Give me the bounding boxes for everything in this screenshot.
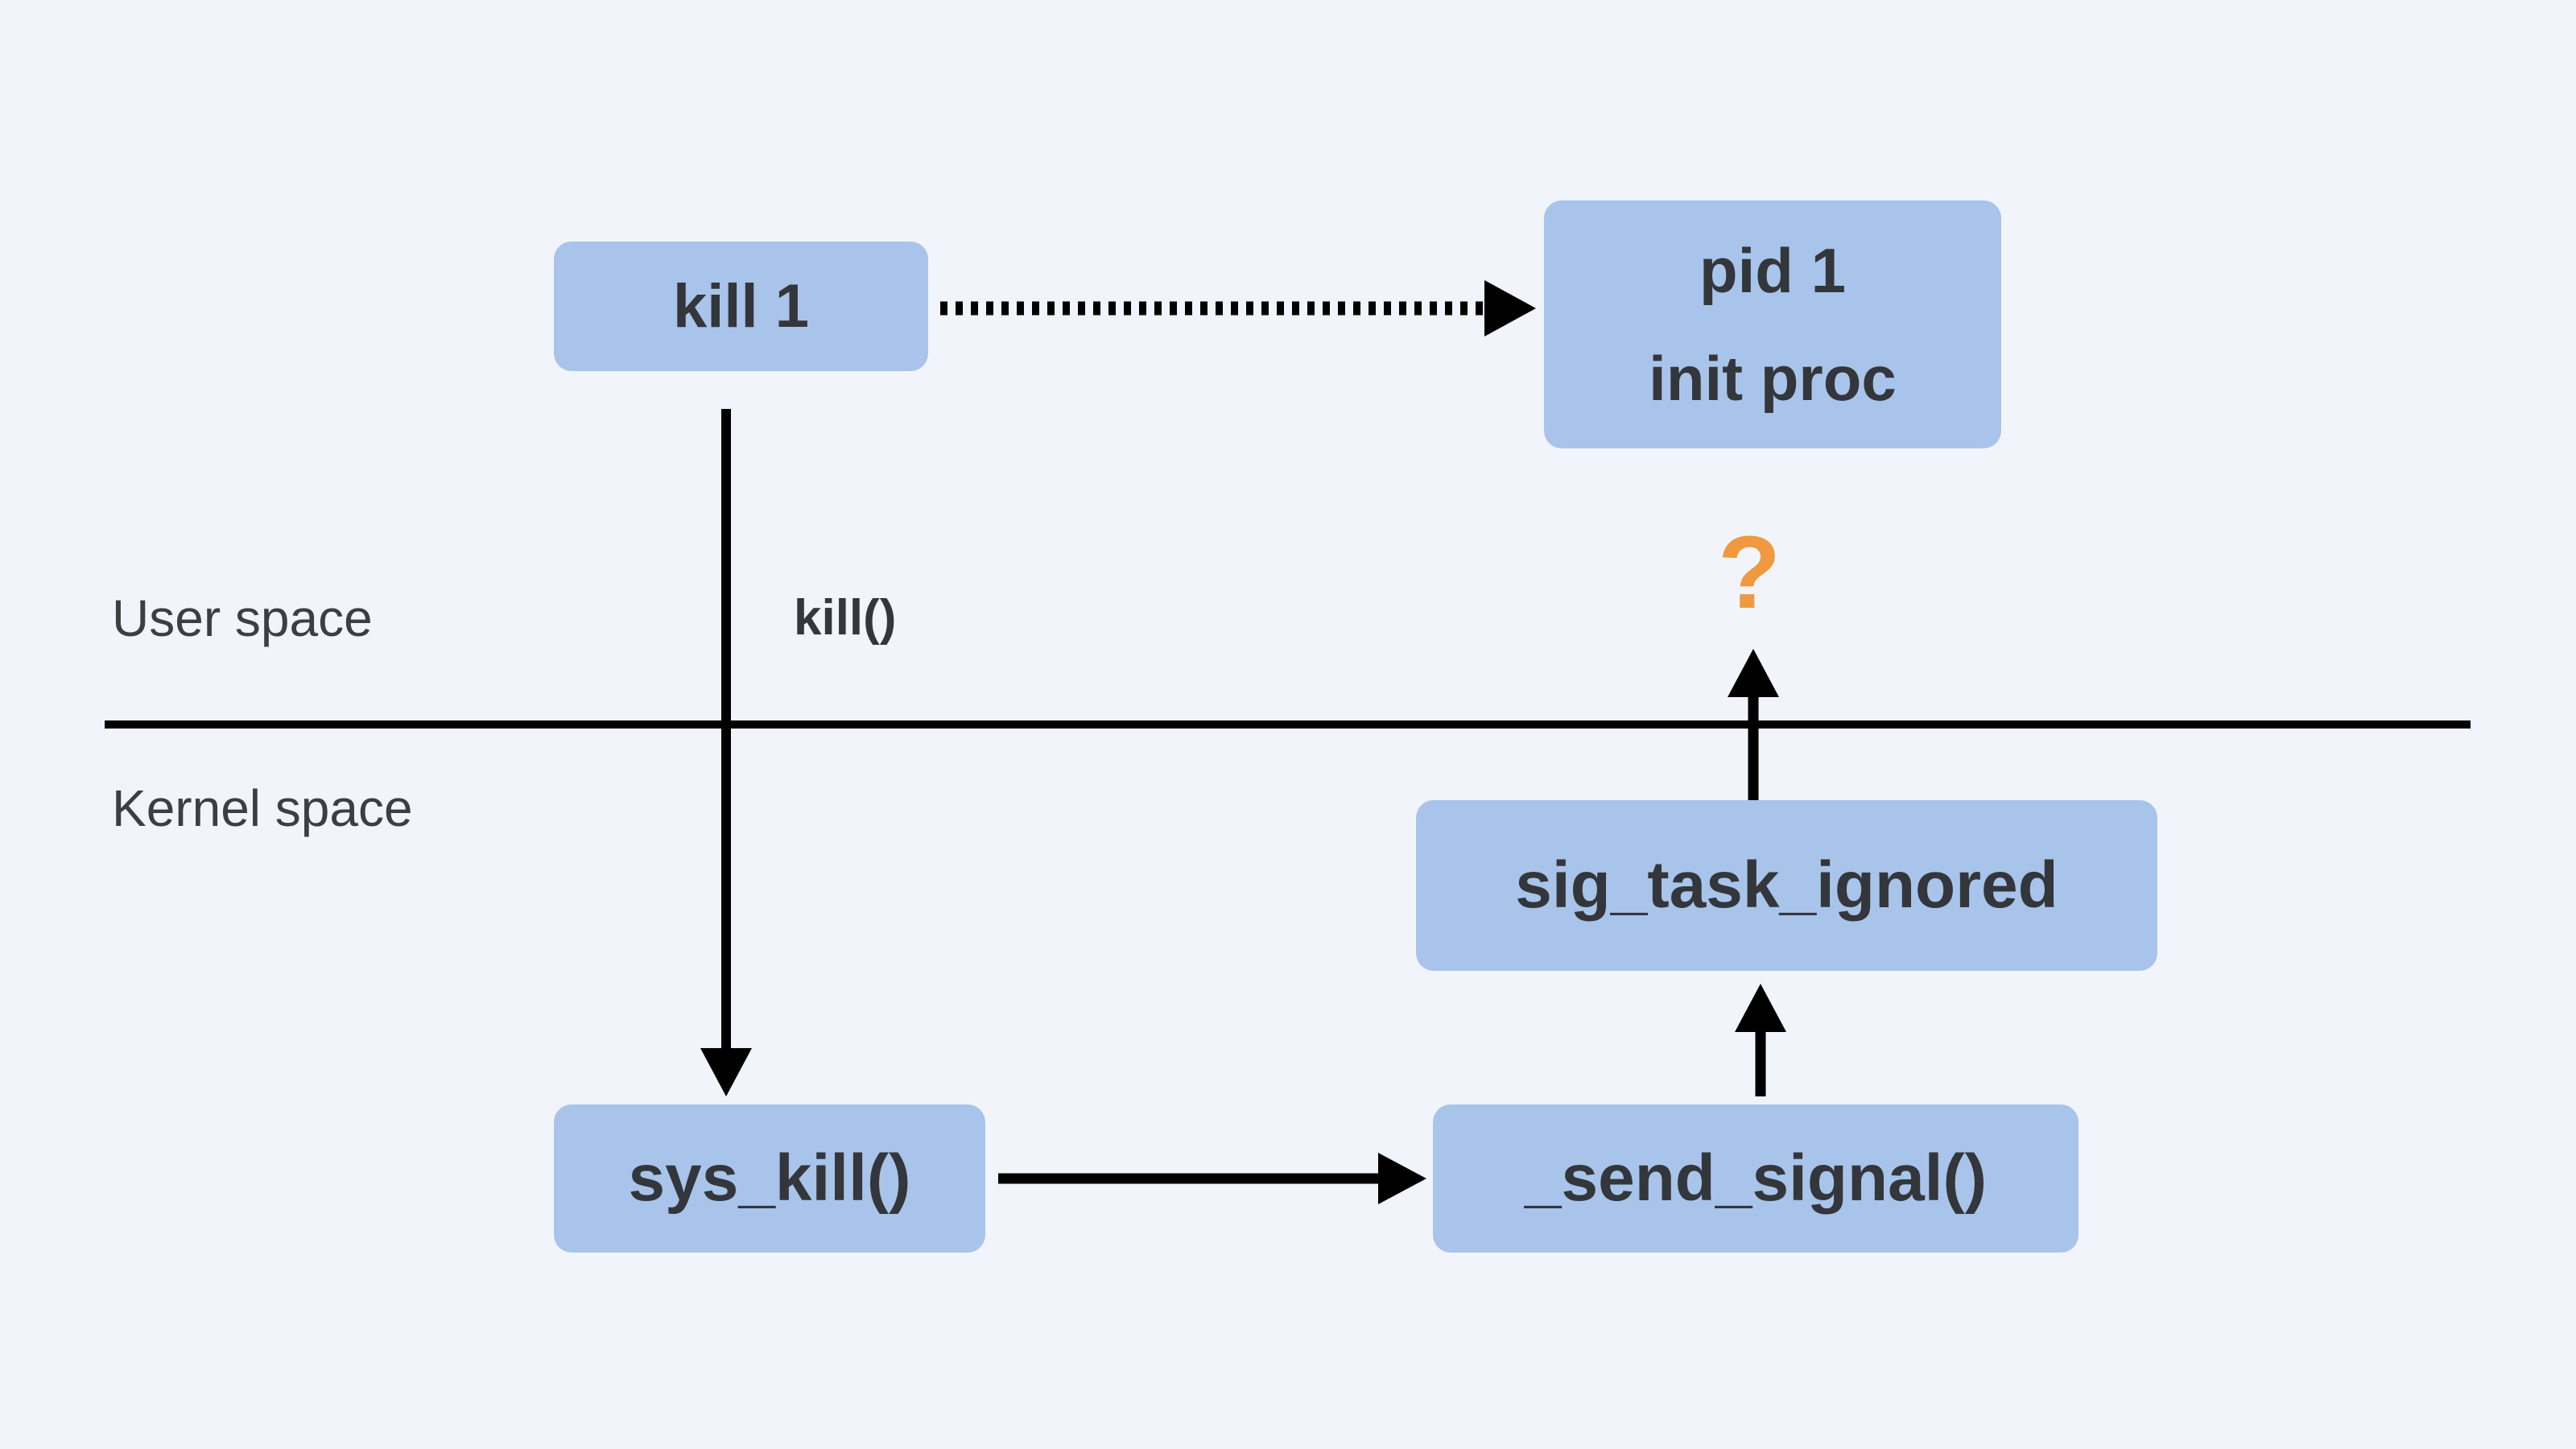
arrowhead [1378, 1153, 1426, 1204]
node-label: _send_signal() [1524, 1141, 1988, 1215]
node-label-line1: pid 1 [1699, 234, 1846, 306]
arrowhead [1735, 984, 1786, 1032]
label-user-space: User space [112, 589, 373, 647]
label-kill-syscall: kill() [794, 590, 897, 646]
node-label: kill 1 [673, 272, 809, 341]
node-pid1-init-proc: pid 1 init proc [1544, 200, 2001, 448]
node-sig-task-ignored: sig_task_ignored [1416, 800, 2157, 971]
node-kill-1: kill 1 [554, 242, 928, 371]
node-label: sig_task_ignored [1515, 848, 2058, 922]
arrowhead [1728, 649, 1779, 697]
syskill-to-sendsignal-arrow [998, 1153, 1426, 1204]
sigtaskignored-to-question-arrow [1728, 649, 1779, 800]
kill1-to-syskill-arrow [700, 409, 752, 1096]
kill1-to-pid1-dotted-arrow [940, 280, 1536, 336]
node-sys-kill: sys_kill() [554, 1104, 985, 1253]
question-mark: ? [1717, 515, 1781, 630]
label-kernel-space: Kernel space [112, 779, 413, 837]
node-label: sys_kill() [628, 1141, 911, 1215]
arrowhead [1484, 280, 1536, 336]
sendsignal-to-sigtaskignored-arrow [1735, 984, 1786, 1096]
node-label-line2: init proc [1649, 343, 1897, 414]
arrowhead [700, 1048, 752, 1096]
node-send-signal: _send_signal() [1433, 1104, 2079, 1253]
